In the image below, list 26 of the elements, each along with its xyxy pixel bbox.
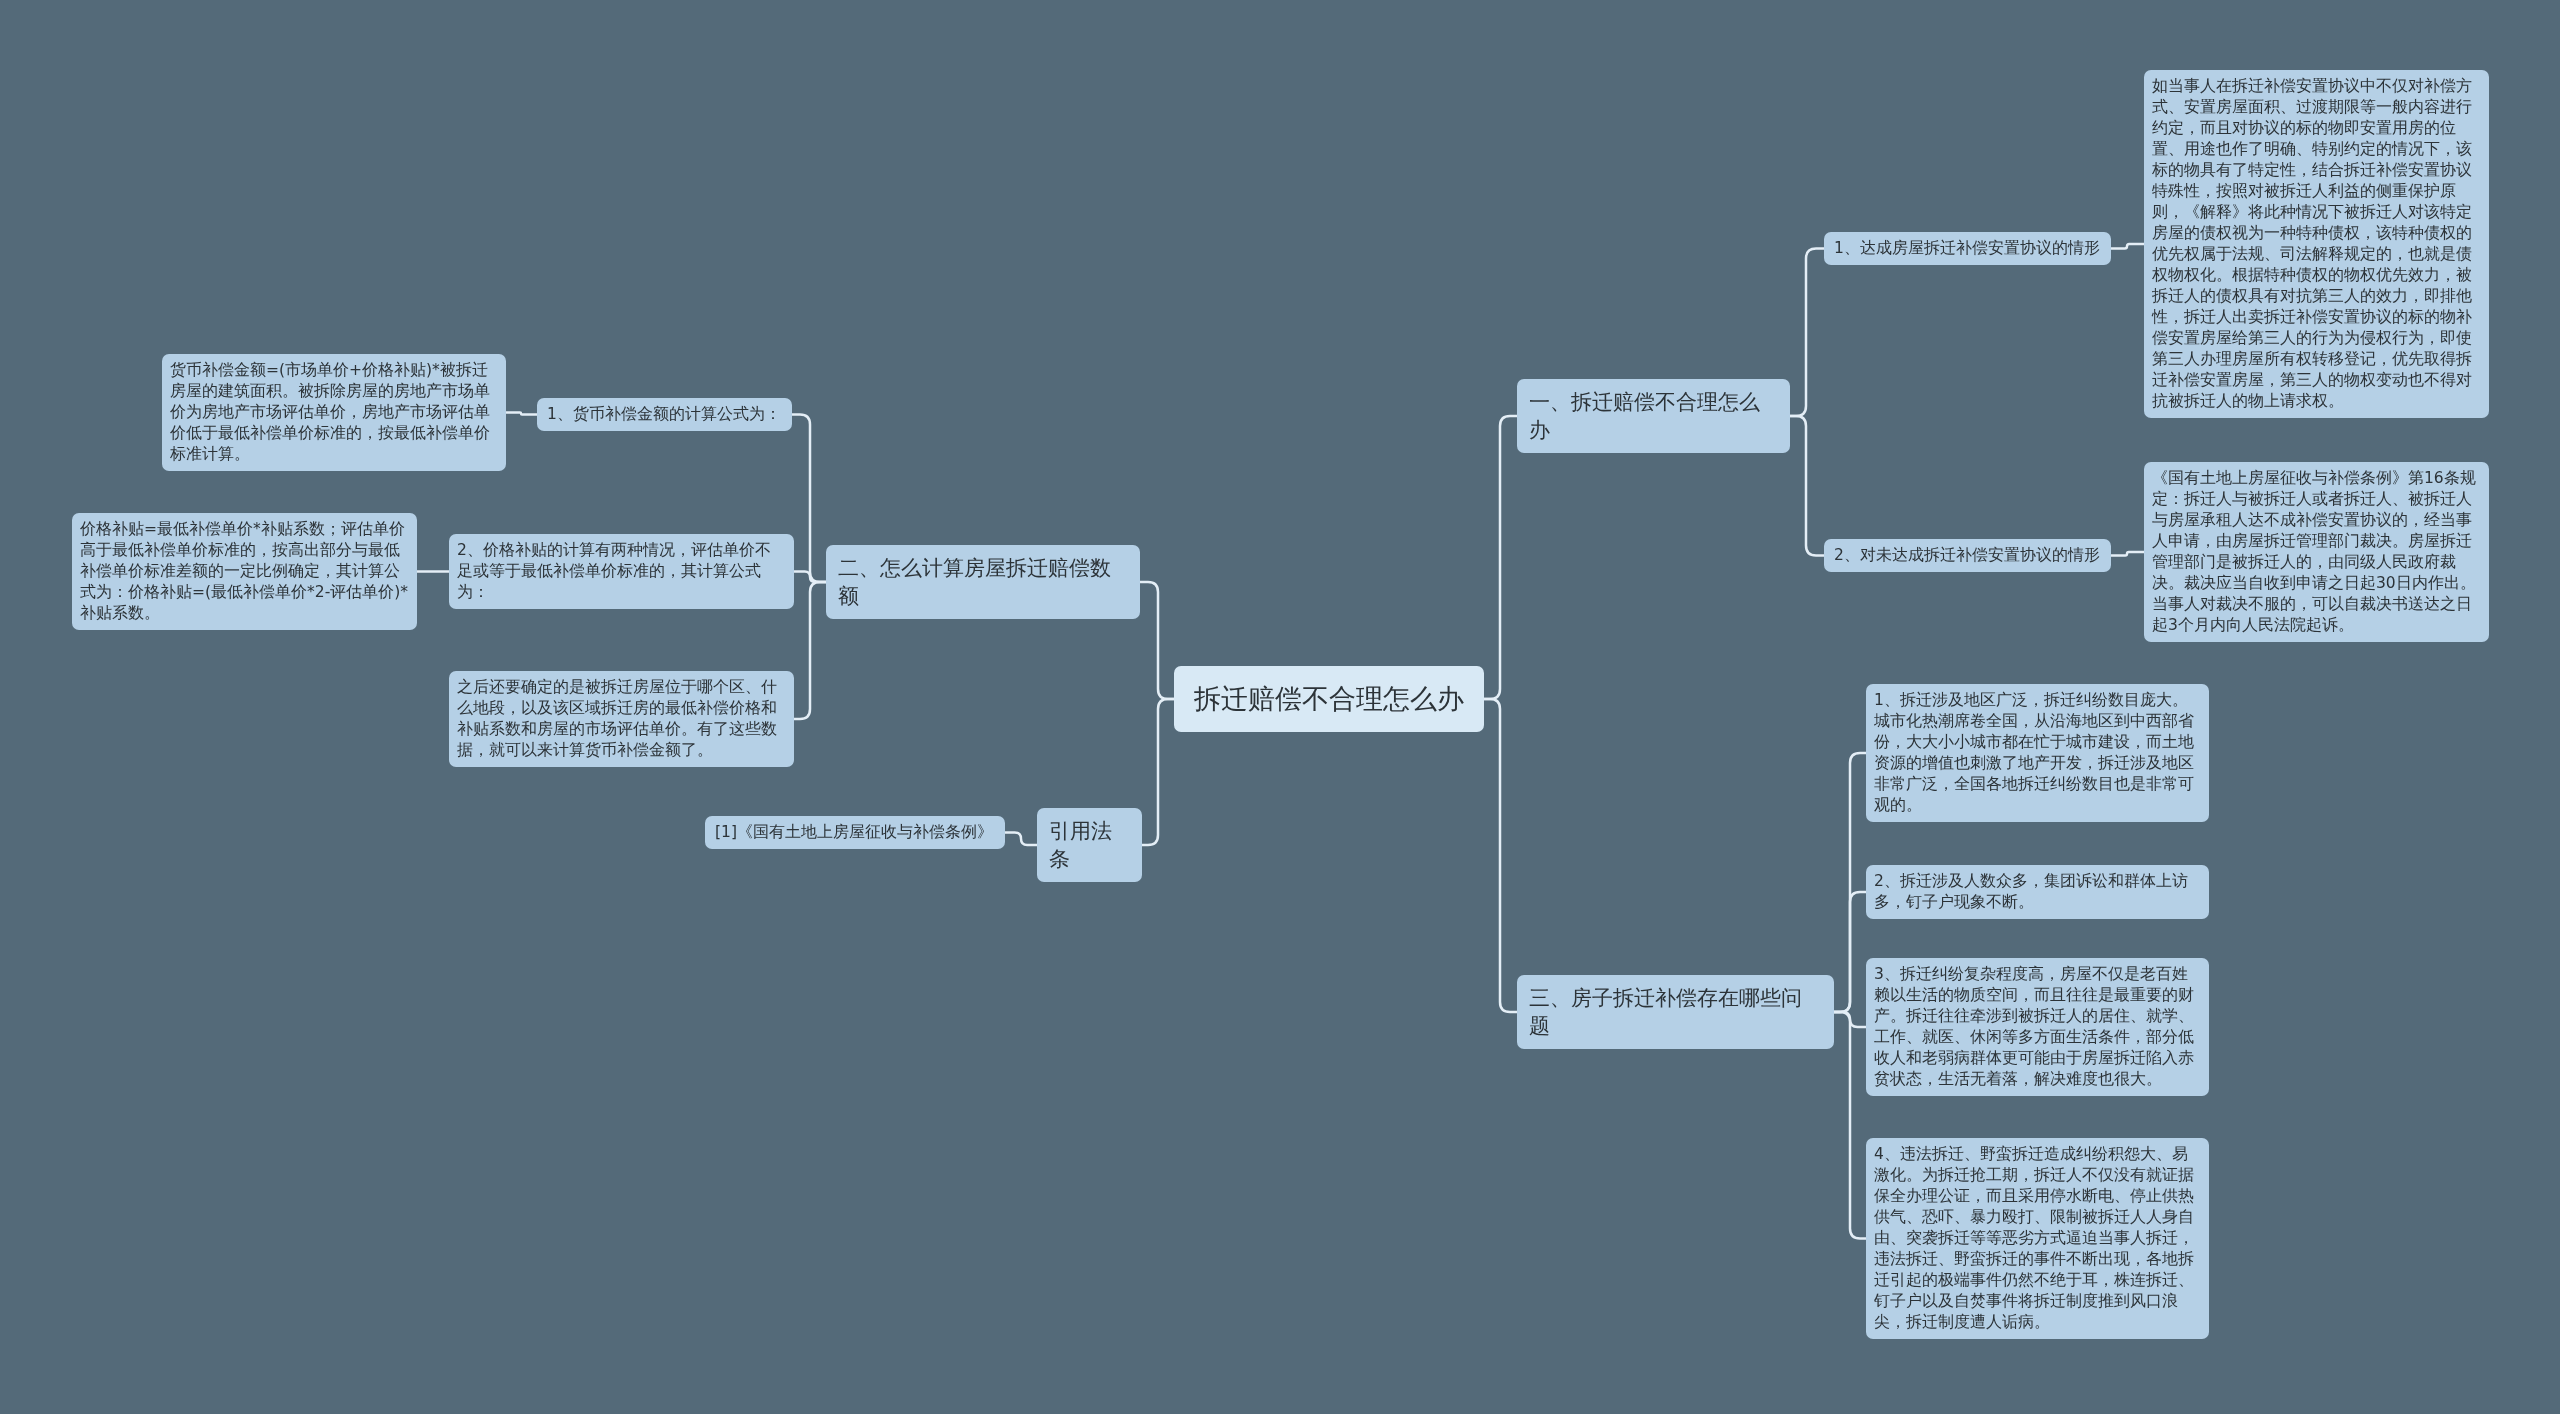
connector-line: [1484, 697, 1517, 1014]
text-box: 之后还要确定的是被拆迁房屋位于哪个区、什么地段，以及该区域拆迁房的最低补偿价格和补贴系数和房屋的市场评估单价。有了这些数据，就可以来计算货币补偿金额了。: [449, 671, 794, 767]
text-box: 《国有土地上房屋征收与补偿条例》第16条规定：拆迁人与被拆迁人或者拆迁人、被拆迁人与房屋承租人达不成补偿安置协议的，经当事人申请，由房屋拆迁管理部门裁决。房屋拆迁管理部门是被拆迁人的，由同级人民政府裁决。裁决应当自收到申请之日起30日内作出。当事人对裁决不服的，可以自裁决书送达之日起3个月内向人民法院起诉。: [2144, 462, 2489, 642]
text-box: 3、拆迁纠纷复杂程度高，房屋不仅是老百姓赖以生活的物质空间，而且往往是最重要的财产。拆迁往往牵涉到被拆迁人的居住、就学、工作、就医、休闲等多方面生活条件，部分低收人和老弱病群体更可能由于房屋拆迁陷入赤贫状态，生活无着落，解决难度也很大。: [1866, 958, 2209, 1096]
subtopic-box: 2、对未达成拆迁补偿安置协议的情形: [1824, 539, 2111, 572]
connector-line: [417, 570, 449, 573]
branch-topic-box: 三、房子拆迁补偿存在哪些问题: [1517, 975, 1834, 1049]
text-box: 2、拆迁涉及人数众多，集团诉讼和群体上访多，钉子户现象不断。: [1866, 865, 2209, 919]
text-box: 1、拆迁涉及地区广泛，拆迁纠纷数目庞大。城市化热潮席卷全国，从沿海地区到中西部省份，大大小小城市都在忙于城市建设，而土地资源的增值也刺激了地产开发，拆迁涉及地区非常广泛，全国各地拆迁纠纷数目也是非常可观的。: [1866, 684, 2209, 822]
connector-line: [506, 411, 537, 416]
connector-line: [1005, 831, 1037, 847]
subtopic-box: [1]《国有土地上房屋征收与补偿条例》: [705, 816, 1005, 849]
text-box: 4、违法拆迁、野蛮拆迁造成纠纷积怨大、易激化。为拆迁抢工期，拆迁人不仅没有就证据保全办理公证，而且采用停水断电、停止供热供气、恐吓、暴力殴打、限制被拆迁人人身自由、突袭拆迁等等恶劣方式逼迫当事人拆迁，违法拆迁、野蛮拆迁的事件不断出现，各地拆迁引起的极端事件仍然不绝于耳，株连拆迁、钉子户以及自焚事件将拆迁制度推到风口浪尖，拆迁制度遭人诟病。: [1866, 1138, 2209, 1339]
text-box: 货币补偿金额=(市场单价+价格补贴)*被拆迁房屋的建筑面积。被拆除房屋的房地产市场单价为房地产市场评估单价，房地产市场评估单价低于最低补偿单价标准的，按最低补偿单价标准计算。: [162, 354, 506, 471]
branch-topic-box: 引用法条: [1037, 808, 1142, 882]
text-box: 价格补贴=最低补偿单价*补贴系数；评估单价高于最低补偿单价标准的，按高出部分与最低补偿单价标准差额的一定比例确定，其计算公式为：价格补贴=(最低补偿单价*2-评估单价)*补贴系数。: [72, 513, 417, 630]
branch-topic-box: 一、拆迁赔偿不合理怎么办: [1517, 379, 1790, 453]
text-box: 2、价格补贴的计算有两种情况，评估单价不足或等于最低补偿单价标准的，其计算公式为：: [449, 534, 794, 609]
subtopic-box: 1、达成房屋拆迁补偿安置协议的情形: [1824, 232, 2111, 265]
text-box: 如当事人在拆迁补偿安置协议中不仅对补偿方式、安置房屋面积、过渡期限等一般内容进行约定，而且对协议的标的物即安置用房的位置、用途也作了明确、特别约定的情况下，该标的物具有了特定性，结合拆迁补偿安置协议特殊性，按照对被拆迁人利益的侧重保护原则，《解释》将此种情况下被拆迁人对该特定房屋的债权视为一种特种债权，该特种债权的优先权属于法规、司法解释规定的，也就是债权物权化。根据特种债权的物权优先效力，被拆迁人的债权具有对抗第三人的效力，即排他性，拆迁人出卖拆迁补偿安置协议的标的物补偿安置房屋给第三人的行为为侵权行为，即使第三人办理房屋所有权转移登记，优先取得拆迁补偿安置房屋，第三人的物权变动也不得对抗被拆迁人的物上请求权。: [2144, 70, 2489, 418]
connector-line: [2111, 550, 2144, 557]
subtopic-box: 1、货币补偿金额的计算公式为：: [537, 398, 792, 431]
central-topic-box: 拆迁赔偿不合理怎么办: [1174, 666, 1484, 732]
connector-line: [2111, 242, 2144, 250]
branch-topic-box: 二、怎么计算房屋拆迁赔偿数额: [826, 545, 1140, 619]
connector-line: [1790, 414, 1824, 557]
